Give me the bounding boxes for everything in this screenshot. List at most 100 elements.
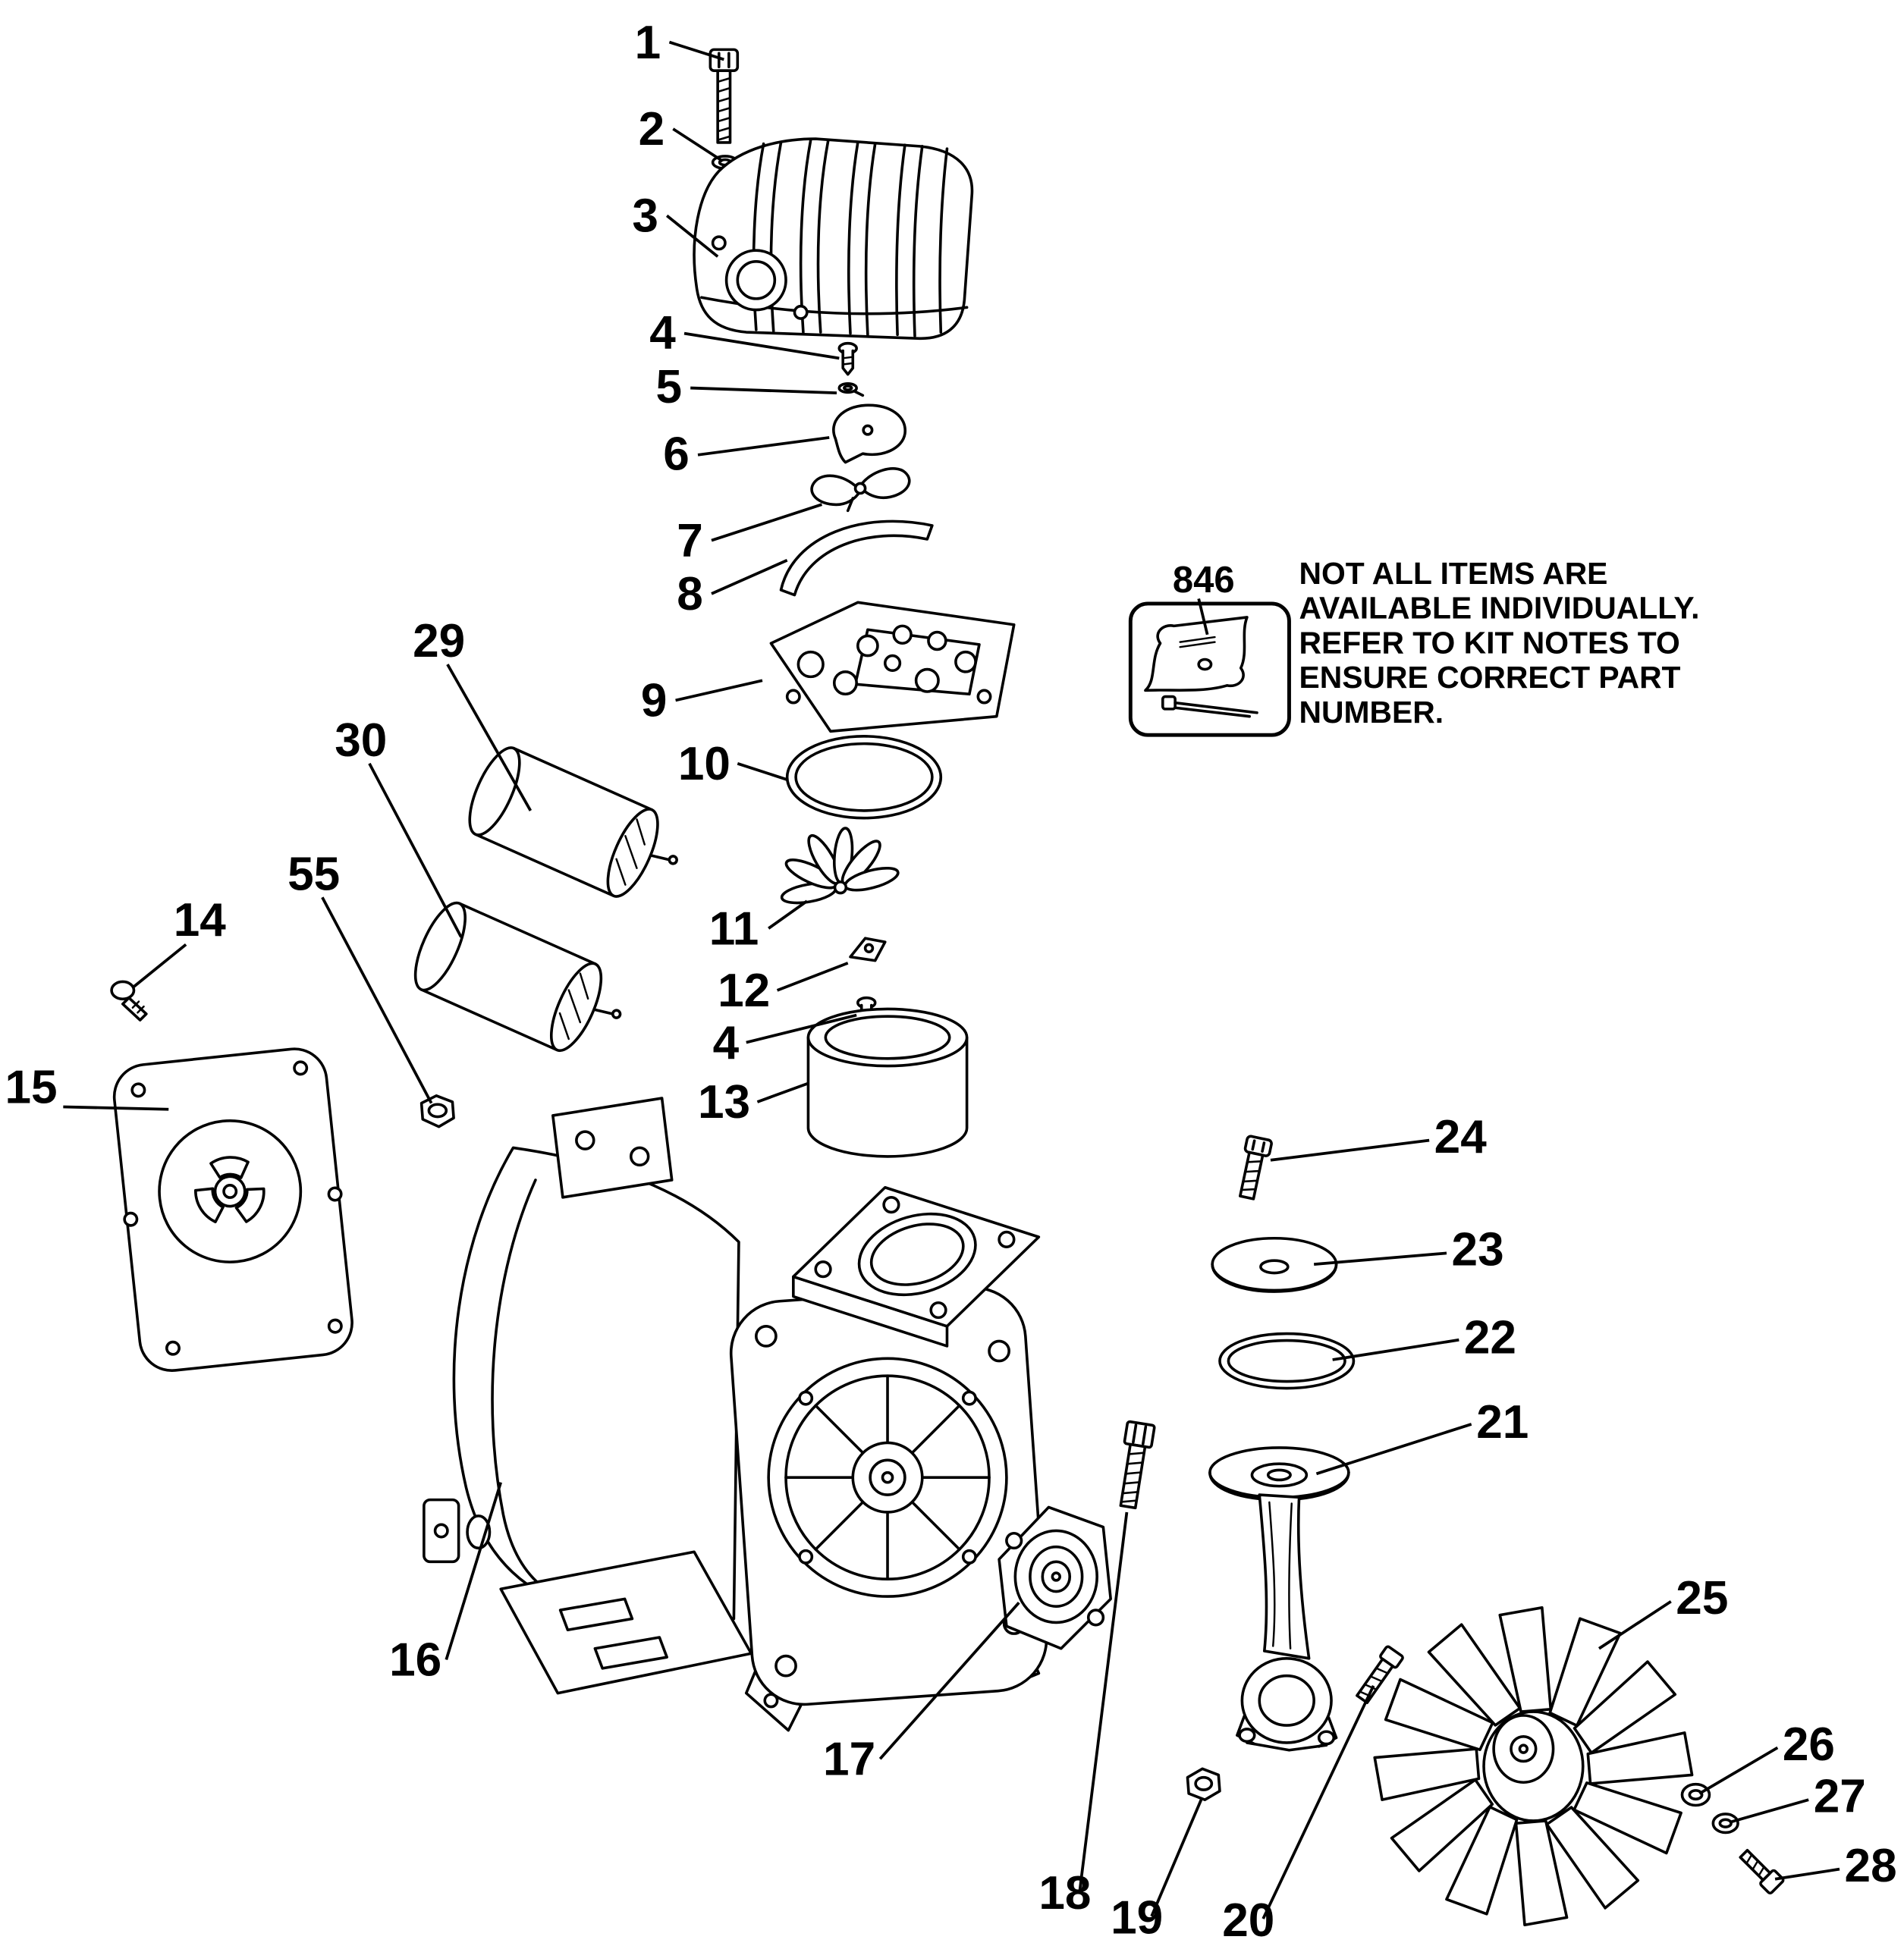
callout-label: 24 xyxy=(1434,1111,1488,1163)
callout-leader-line xyxy=(672,127,724,163)
part-24-socket-screw xyxy=(1239,1135,1273,1201)
part-9-valve-plate xyxy=(769,601,1016,733)
callout-label: 28 xyxy=(1845,1840,1897,1892)
callout-22: 22 xyxy=(1332,1312,1516,1364)
part-10-o-ring xyxy=(785,735,943,820)
part-8-gasket xyxy=(779,519,934,597)
callout-10: 10 xyxy=(678,738,788,790)
callout-24: 24 xyxy=(1270,1111,1488,1163)
callout-13: 13 xyxy=(698,1076,809,1128)
callout-18: 18 xyxy=(1038,1511,1129,1919)
kit-gasket-sketch xyxy=(1144,616,1249,692)
callout-leader-line xyxy=(1598,1600,1672,1650)
part-28-bolt xyxy=(1739,1849,1785,1895)
part-22-o-ring xyxy=(1218,1332,1356,1390)
callout-19: 19 xyxy=(1111,1799,1203,1944)
callout-label: 23 xyxy=(1452,1224,1504,1276)
callout-leader-line xyxy=(368,762,463,938)
callout-label: 30 xyxy=(335,714,387,767)
callout-17: 17 xyxy=(823,1602,1020,1785)
callout-label: 9 xyxy=(641,675,668,727)
callout-leader-line xyxy=(697,436,830,457)
callout-leader-line xyxy=(746,1013,857,1044)
callout-label: 4 xyxy=(649,306,676,359)
part-16-pump-housing xyxy=(423,1097,1048,1732)
part-17-bearing-mount xyxy=(998,1505,1112,1650)
kit-846-box xyxy=(1128,601,1291,737)
callout-leader-line xyxy=(1730,1798,1809,1824)
callout-label: 11 xyxy=(709,902,759,955)
callout-leader-line xyxy=(63,1105,169,1111)
callout-leader-line xyxy=(1078,1511,1129,1892)
part-55-hex-nut xyxy=(419,1094,455,1128)
callout-label: 6 xyxy=(663,428,690,480)
part-15-end-cover-plate xyxy=(112,1047,353,1372)
callout-leader-line xyxy=(737,761,788,781)
callout-leader-line xyxy=(768,899,808,930)
callout-label: 3 xyxy=(632,190,658,243)
kit-note-line: NOT ALL ITEMS ARE xyxy=(1299,556,1608,591)
part-29-capacitor xyxy=(468,746,678,898)
callout-label: 10 xyxy=(678,738,730,790)
kit-note-line: NUMBER. xyxy=(1299,695,1444,730)
kit-note-leader-line xyxy=(1197,598,1209,636)
callout-4a: 4 xyxy=(649,306,840,360)
callout-label: 1 xyxy=(635,17,661,69)
part-7-reed-valve xyxy=(810,467,911,513)
part-20-bolt xyxy=(1356,1645,1404,1704)
part-6-valve-flapper xyxy=(832,403,906,464)
callout-1: 1 xyxy=(635,17,724,69)
callout-leader-line xyxy=(445,1482,502,1661)
callout-label: 22 xyxy=(1464,1312,1516,1364)
callout-label: 5 xyxy=(655,361,682,413)
part-4-screw-upper xyxy=(837,341,858,376)
callout-4b: 4 xyxy=(713,1013,857,1069)
callout-label: 19 xyxy=(1111,1892,1163,1944)
callout-28: 28 xyxy=(1774,1840,1897,1892)
kit-note-line: REFER TO KIT NOTES TO xyxy=(1299,625,1680,660)
callout-leader-line xyxy=(756,1081,809,1103)
callout-label: 27 xyxy=(1814,1770,1866,1822)
part-3-cylinder-head xyxy=(693,137,974,340)
callout-11: 11 xyxy=(709,899,808,955)
part-27-washer xyxy=(1711,1813,1739,1835)
part-14-bolt xyxy=(110,980,148,1022)
callout-label: 15 xyxy=(5,1062,58,1114)
callout-label: 4 xyxy=(713,1017,740,1069)
callout-25: 25 xyxy=(1598,1572,1728,1650)
callout-leader-line xyxy=(711,503,823,542)
callout-5: 5 xyxy=(655,361,837,413)
callout-label: 2 xyxy=(639,103,665,155)
part-13-cylinder-sleeve xyxy=(806,1007,969,1158)
part-19-hex-nut xyxy=(1186,1767,1221,1801)
part-1-cap-screw xyxy=(709,48,740,144)
callout-leader-line xyxy=(683,331,840,360)
callout-leader-line xyxy=(1774,1867,1840,1881)
callout-14: 14 xyxy=(133,894,227,988)
callout-3: 3 xyxy=(632,190,719,258)
callout-label: 14 xyxy=(174,894,227,946)
callout-leader-line xyxy=(690,386,837,394)
callout-7: 7 xyxy=(677,503,823,567)
callout-12: 12 xyxy=(718,962,849,1017)
callout-leader-line xyxy=(1698,1746,1779,1795)
callout-label: 12 xyxy=(718,965,770,1017)
callout-9: 9 xyxy=(641,675,763,727)
part-26-washer xyxy=(1680,1782,1711,1807)
callout-label: 21 xyxy=(1476,1396,1529,1449)
impeller-slots xyxy=(193,1156,265,1223)
part-30-capacitor xyxy=(413,901,622,1053)
callout-leader-line xyxy=(133,943,187,988)
callout-label: 18 xyxy=(1038,1867,1091,1919)
part-25-fan-flywheel xyxy=(1373,1606,1694,1927)
top-bracket xyxy=(551,1097,674,1199)
callout-label: 29 xyxy=(413,615,465,667)
part-11-valve-fan xyxy=(780,827,900,905)
part-21-piston-connecting-rod xyxy=(1208,1446,1350,1752)
kit-note-label: 846 xyxy=(1173,560,1235,601)
callout-leader-line xyxy=(1261,1684,1375,1919)
callout-leader-line xyxy=(1150,1799,1203,1917)
callout-leader-line xyxy=(321,896,433,1104)
callout-leader-line xyxy=(1315,1423,1472,1476)
